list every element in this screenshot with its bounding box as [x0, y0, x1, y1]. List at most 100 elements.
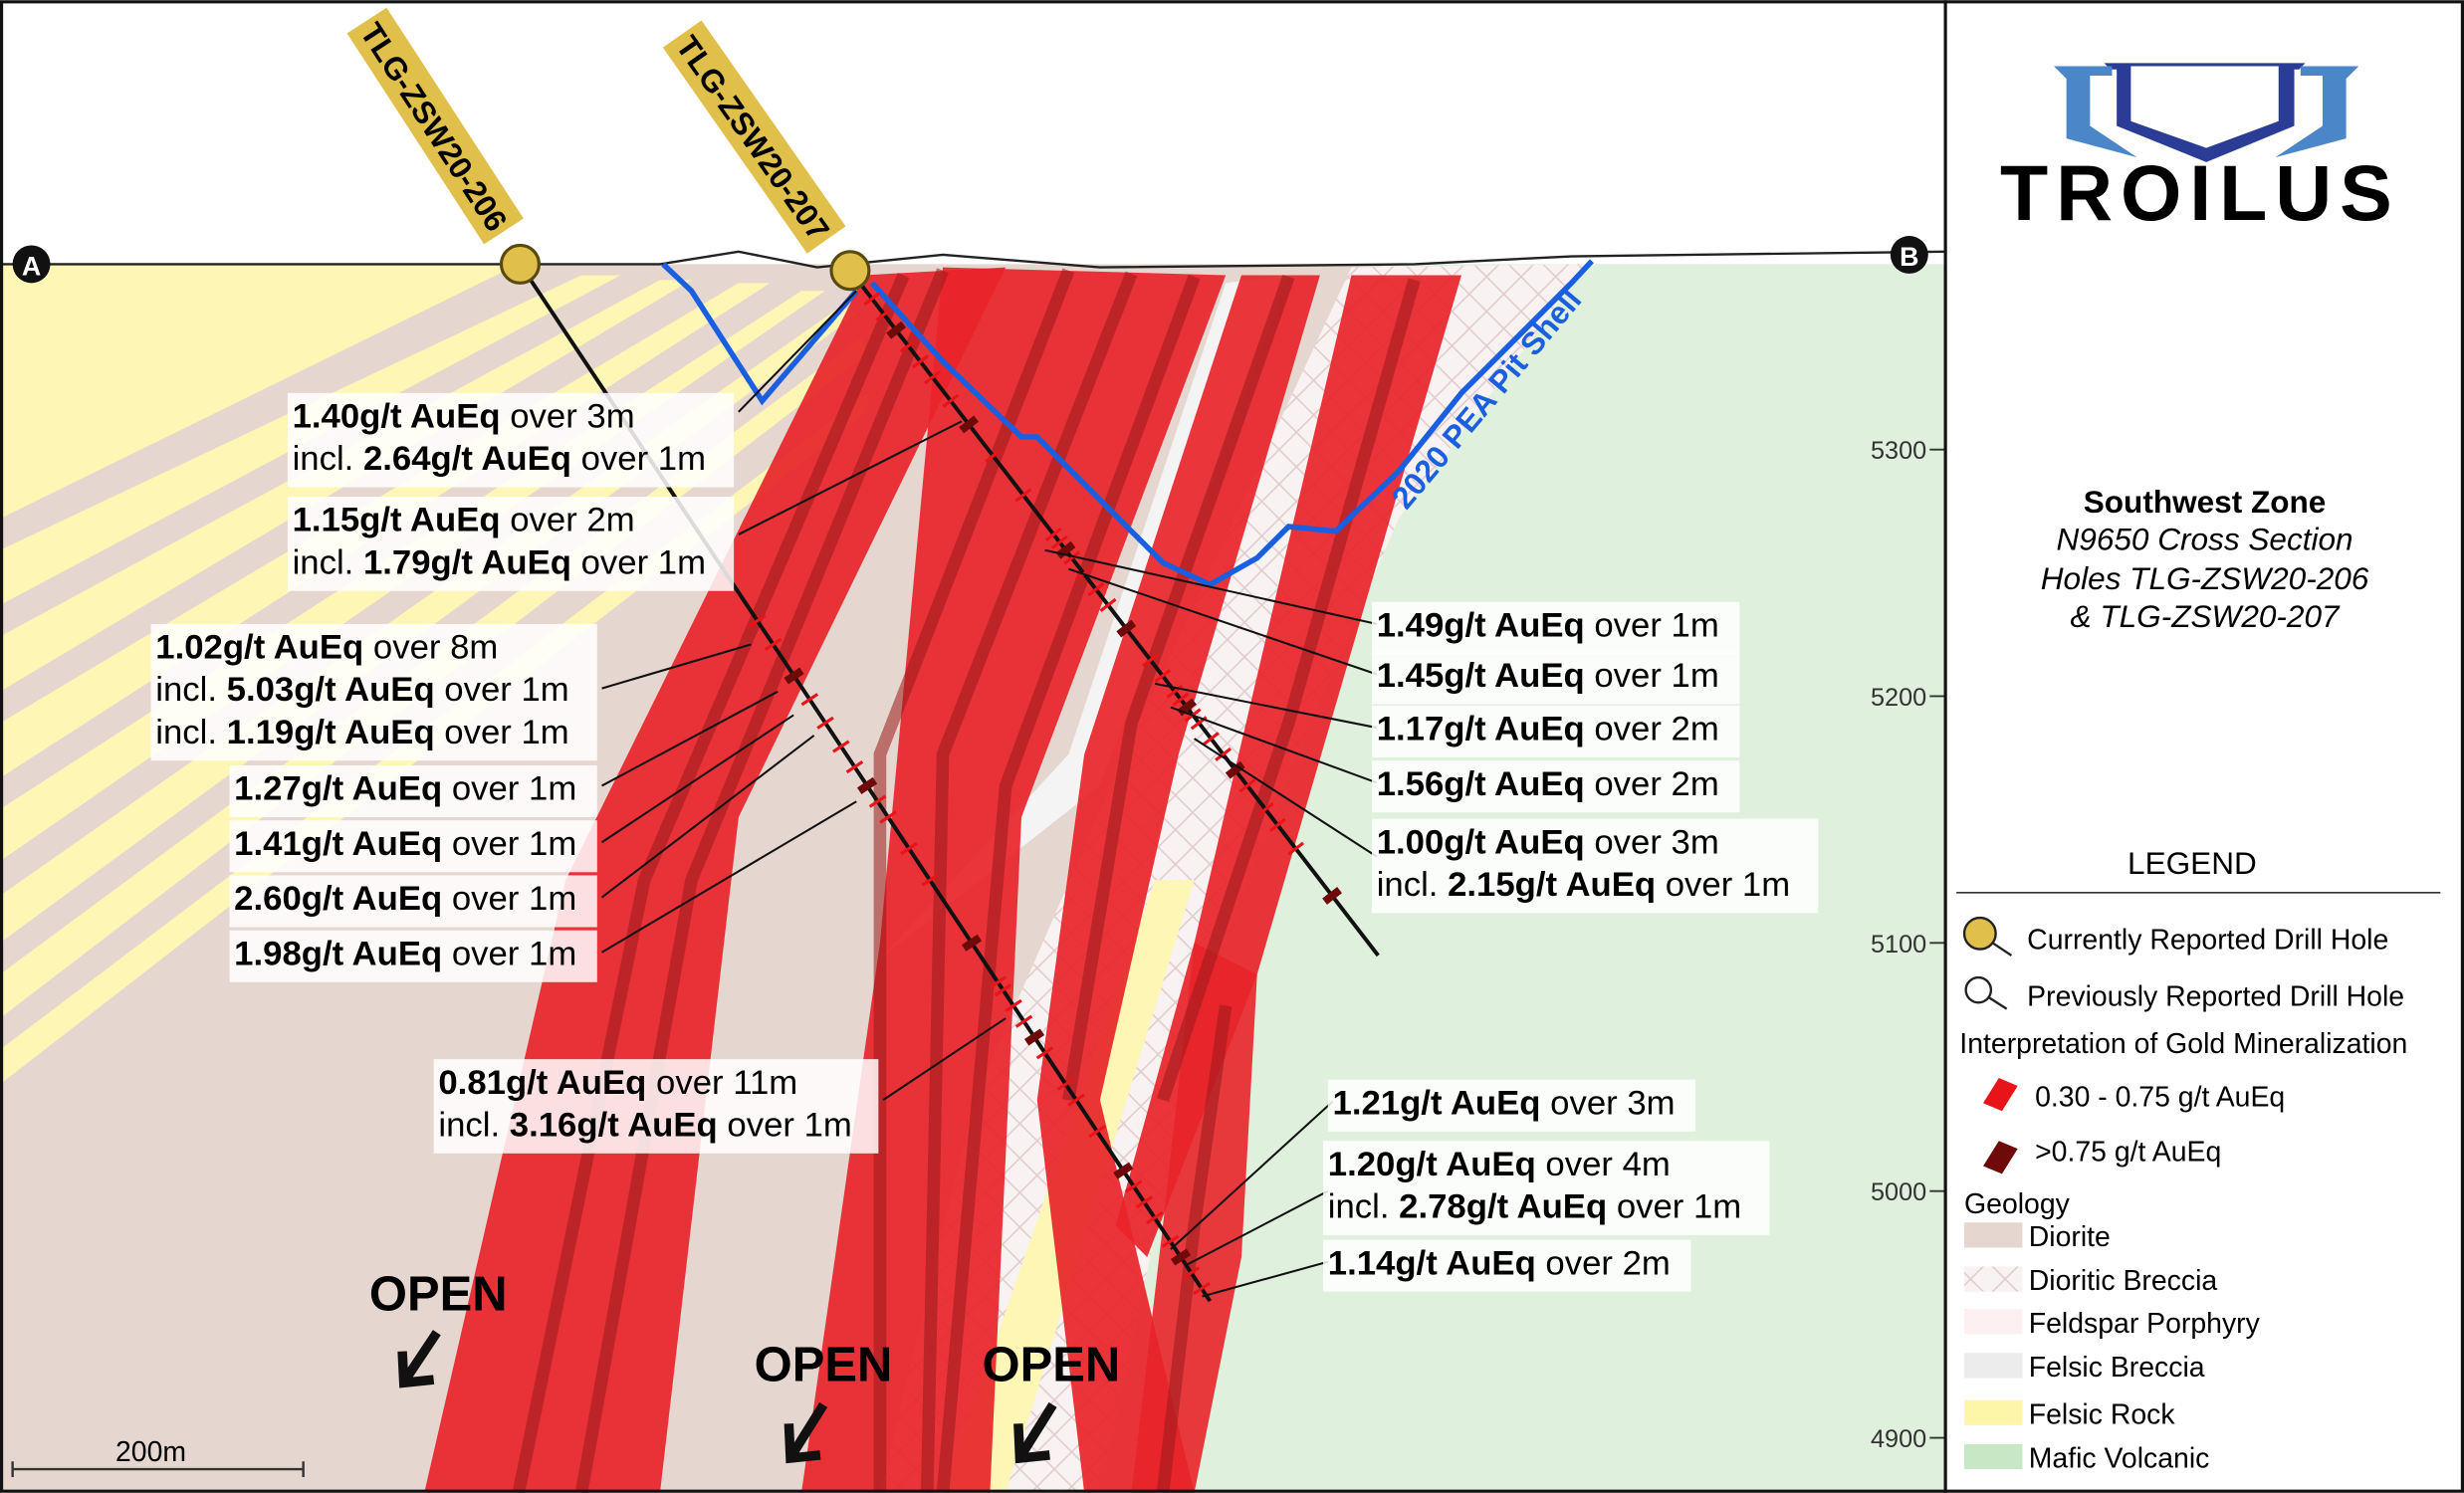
assay-tick	[899, 338, 917, 353]
legend-label: Diorite	[2029, 1221, 2111, 1253]
arrow-down-left-icon	[397, 1330, 441, 1388]
assay-tick	[1116, 619, 1137, 638]
intercept-line: 1.41g/t AuEq over 1m	[234, 825, 576, 863]
intercept-length: over 2m	[501, 502, 635, 539]
assay-tick	[879, 810, 897, 824]
geology-swatch	[1964, 1443, 2023, 1470]
geology-swatch	[1964, 1399, 2023, 1425]
assay-tick	[989, 975, 1008, 989]
scale-bar: 200m	[11, 1436, 305, 1477]
legend-geology-title: Geology	[1964, 1188, 2071, 1220]
assay-tick	[1099, 597, 1117, 612]
intercept-line: 1.40g/t AuEq over 3m	[293, 398, 635, 436]
elevation-tick-label: 5300	[1871, 437, 1926, 465]
leader-line	[1044, 548, 1377, 625]
intercept-line: 1.00g/t AuEq over 3m	[1377, 823, 1719, 861]
title-line: & TLG-ZSW20-207	[2071, 598, 2341, 634]
intercept-grade: 1.45g/t AuEq	[1377, 657, 1585, 695]
geology-swatch	[1964, 1309, 2023, 1335]
drill-collar-206-icon[interactable]	[499, 243, 541, 285]
assay-tick	[1202, 732, 1220, 746]
title-line: N9650 Cross Section	[2057, 522, 2353, 557]
intercept-grade: 1.15g/t AuEq	[293, 502, 501, 539]
pit-shell-outline	[661, 259, 1594, 588]
intercept-label: 1.27g/t AuEq over 1m	[229, 764, 597, 818]
leader-line	[600, 714, 794, 844]
intercept-length: over 1m	[718, 1106, 852, 1144]
intercept-label: 1.45g/t AuEq over 1m	[1371, 652, 1740, 705]
assay-tick	[856, 776, 878, 794]
assay-tick	[1142, 653, 1160, 668]
drill-collar-icon	[1964, 975, 1993, 1004]
legend-item-current-hole: Currently Reported Drill Hole	[1962, 916, 2388, 957]
intercept-grade: 1.56g/t AuEq	[1377, 765, 1585, 803]
intercept-label-background	[229, 764, 597, 818]
assay-tick	[816, 716, 834, 730]
intercept-grade: 5.03g/t AuEq	[227, 671, 435, 709]
assay-tick	[1256, 802, 1274, 817]
leader-line	[882, 1017, 1007, 1102]
legend-item-geology: Dioritic Breccia	[1964, 1265, 2217, 1297]
intercept-length: over 1m	[1585, 607, 1719, 645]
legend-label: 0.30 - 0.75 g/t AuEq	[2035, 1081, 2285, 1113]
intercept-grade: 1.21g/t AuEq	[1333, 1084, 1541, 1122]
legend-label: Dioritic Breccia	[2029, 1265, 2218, 1297]
intercept-label: 1.49g/t AuEq over 1m	[1371, 601, 1740, 654]
assay-tick	[863, 292, 881, 307]
assay-tick	[1014, 488, 1032, 503]
legend-item-high-grade: >0.75 g/t AuEq	[1982, 1137, 2221, 1174]
intercept-line: incl. 2.15g/t AuEq over 1m	[1377, 866, 1790, 904]
open-label: OPEN	[755, 1339, 893, 1392]
intercept-label-background	[1371, 760, 1740, 813]
assay-tick	[1135, 1195, 1154, 1209]
logo-shield-icon	[2104, 63, 2306, 162]
intercept-grade: 1.02g/t AuEq	[155, 629, 363, 667]
title-line: Holes TLG-ZSW20-206	[2041, 560, 2369, 596]
section-marker-b-label: B	[1900, 242, 1918, 272]
intercept-length: over 1m	[442, 935, 576, 972]
intercept-label: 2.60g/t AuEq over 1m	[229, 875, 597, 928]
assay-tick	[1087, 582, 1105, 597]
assay-tick	[961, 934, 983, 952]
zone-title: Southwest Zone	[2084, 484, 2327, 520]
intercept-length: over 1m	[442, 825, 576, 863]
elevation-tick-label: 4900	[1871, 1425, 1926, 1453]
assay-tick	[1287, 841, 1305, 856]
assay-tick	[1145, 1210, 1164, 1225]
elevation-tick-label: 5100	[1871, 931, 1926, 959]
intercept-line: 1.27g/t AuEq over 1m	[234, 770, 576, 808]
intercept-prefix: incl.	[438, 1106, 509, 1144]
legend-label: Felsic Breccia	[2029, 1352, 2205, 1384]
intercept-line: incl. 2.78g/t AuEq over 1m	[1328, 1188, 1741, 1226]
legend-item-geology: Diorite	[1964, 1221, 2111, 1253]
open-arrow-icons	[397, 1330, 1057, 1464]
intercept-label-background	[287, 497, 735, 591]
intercept-label: 1.56g/t AuEq over 2m	[1371, 760, 1740, 813]
intercept-line: 1.56g/t AuEq over 2m	[1377, 765, 1719, 803]
intercept-label-background	[1323, 1141, 1770, 1235]
ground-surface	[0, 250, 1944, 269]
drill-collar-207-icon[interactable]	[829, 250, 871, 292]
intercept-label-background	[1371, 652, 1740, 705]
assay-interval-ticks	[749, 292, 1342, 1296]
legend-label: Previously Reported Drill Hole	[2027, 980, 2404, 1012]
assay-tick	[764, 637, 783, 651]
leader-line	[1170, 1100, 1334, 1250]
logo-wordmark: TROILUS	[2000, 149, 2400, 237]
assay-tick	[886, 320, 907, 339]
legend-item-geology: Mafic Volcanic	[1964, 1443, 2209, 1475]
logo-wing-left-icon	[2054, 66, 2137, 158]
assay-tick	[900, 842, 918, 856]
assay-tick	[1182, 1266, 1201, 1280]
intercept-grade: 1.98g/t AuEq	[234, 935, 442, 972]
intercept-line: 1.14g/t AuEq over 2m	[1328, 1244, 1671, 1282]
intercept-length: over 3m	[501, 398, 635, 436]
troilus-logo: TROILUS	[2000, 63, 2400, 237]
leader-line	[1170, 706, 1378, 784]
intercept-length: over 1m	[435, 714, 569, 751]
leader-line	[738, 290, 857, 413]
